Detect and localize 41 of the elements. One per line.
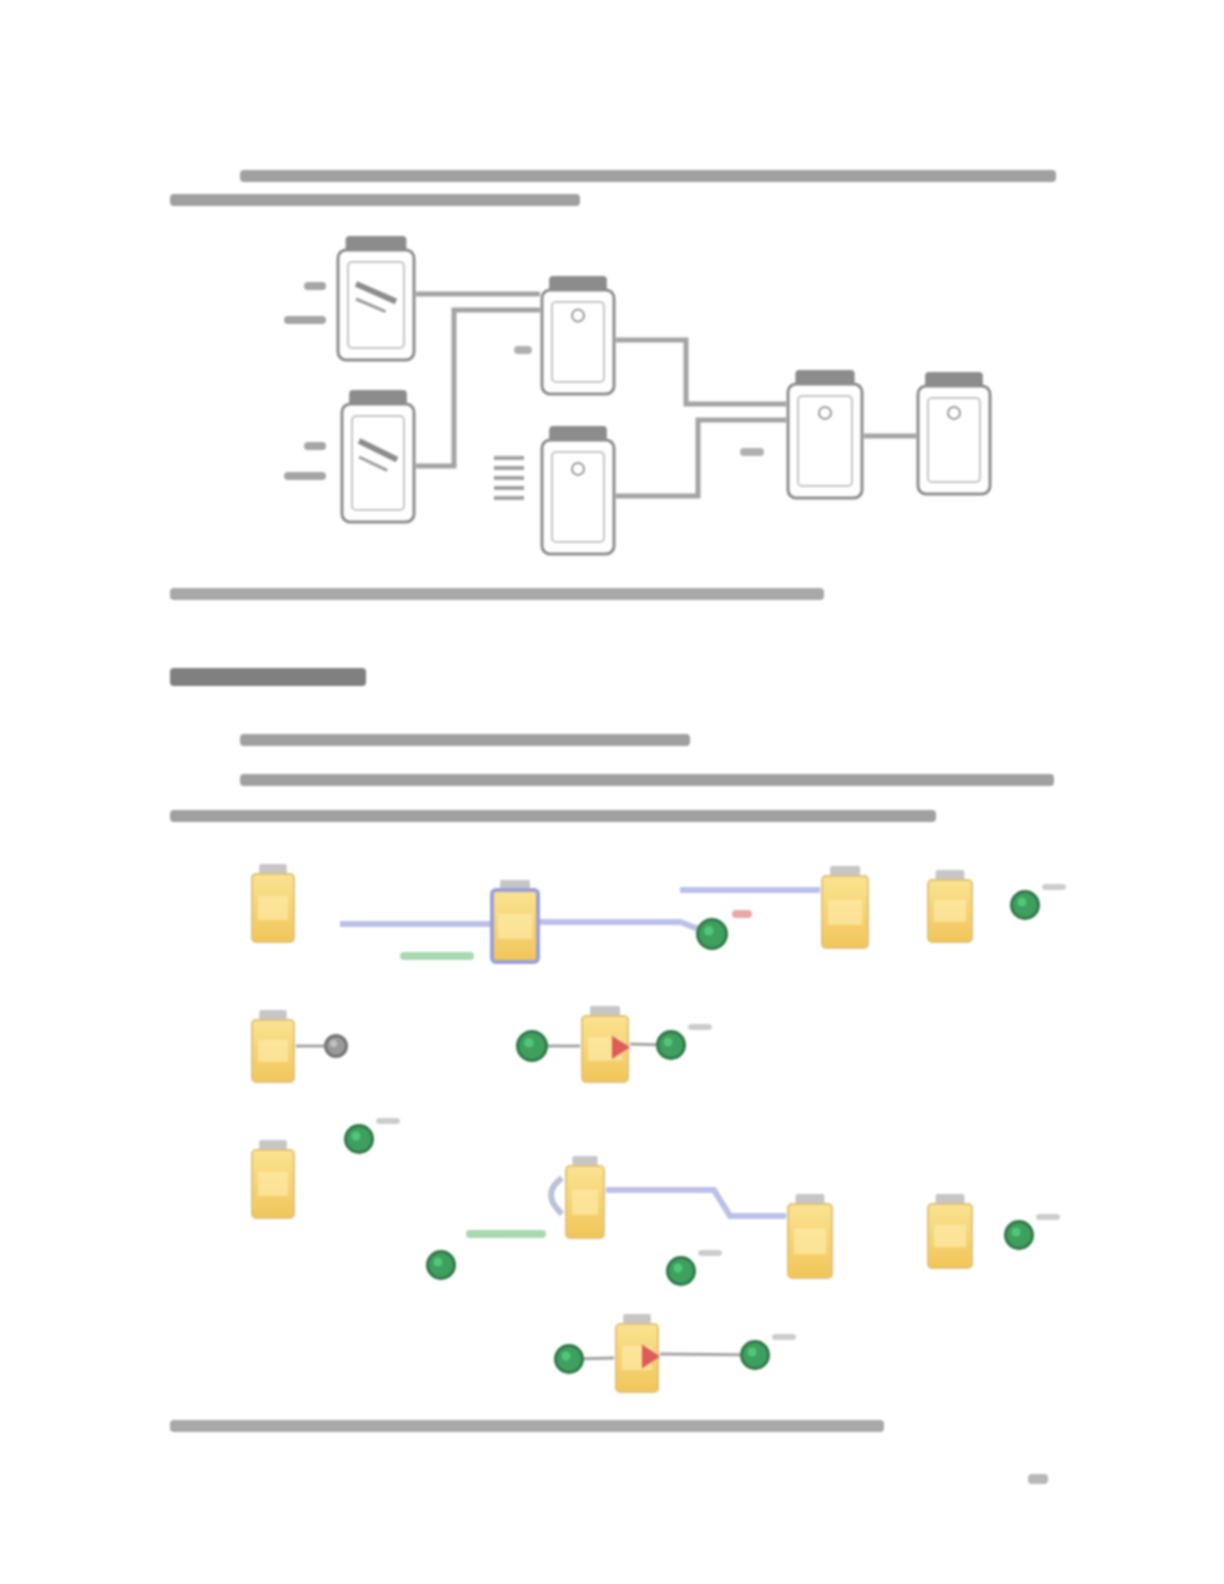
function-block — [340, 390, 416, 524]
function-block — [336, 236, 416, 362]
function-block — [916, 372, 992, 496]
function-block — [926, 870, 974, 944]
indicator-dot — [344, 1124, 374, 1154]
function-block — [580, 1006, 630, 1084]
wire — [680, 887, 820, 893]
function-block — [926, 1194, 974, 1270]
wire — [583, 1356, 615, 1361]
wire — [416, 307, 540, 469]
indicator-dot — [666, 1256, 696, 1286]
function-block — [786, 1194, 834, 1280]
wire — [340, 921, 490, 927]
wire — [296, 1044, 324, 1048]
function-block — [250, 1010, 296, 1084]
wire — [660, 1352, 740, 1357]
wire — [548, 1044, 580, 1048]
connector-dot — [324, 1034, 348, 1058]
function-block — [564, 1156, 606, 1240]
function-block — [250, 1140, 296, 1220]
wire — [629, 1042, 657, 1047]
function-block — [540, 276, 616, 396]
function-block — [614, 1314, 660, 1394]
indicator-dot — [1010, 890, 1040, 920]
indicator-dot — [696, 918, 728, 950]
indicator-dot — [656, 1030, 686, 1060]
indicator-dot — [426, 1250, 456, 1280]
wire — [616, 337, 786, 407]
indicator-dot — [516, 1030, 548, 1062]
function-block — [786, 370, 864, 500]
indicator-dot — [554, 1344, 584, 1374]
function-block — [490, 880, 540, 964]
wire — [616, 417, 786, 499]
wire — [540, 919, 699, 932]
function-block — [820, 866, 870, 950]
indicator-dot — [1004, 1220, 1034, 1250]
function-block — [540, 426, 616, 556]
indicator-dot — [740, 1340, 770, 1370]
wire — [416, 291, 540, 297]
wire — [864, 433, 916, 439]
function-block — [250, 864, 296, 944]
